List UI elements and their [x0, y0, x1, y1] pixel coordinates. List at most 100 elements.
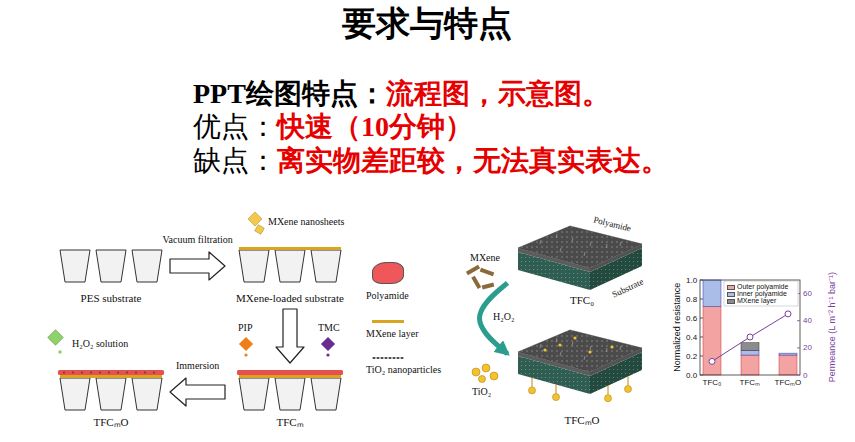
mxene-flakes [466, 265, 494, 290]
stage-caption: TFC₀ [570, 294, 594, 307]
tfcmo-membrane-block [610, 345, 613, 348]
h2o2-icon [48, 330, 64, 354]
tio2-particles [482, 364, 490, 372]
bar-chart [700, 280, 800, 375]
tfc-m-cups [311, 378, 341, 410]
tfcmo-membrane-block [532, 377, 628, 395]
reagent-label: PIP [238, 322, 252, 334]
mxene-icon [248, 212, 264, 234]
tio2-sample [377, 357, 379, 359]
bar-chart [779, 353, 797, 355]
tio2-particles [479, 376, 486, 383]
legend-text: Polyamide [366, 290, 409, 302]
tfc-mo-cups [144, 372, 146, 374]
reagent-label: TMC [318, 322, 340, 334]
tfc-m-cups [237, 370, 343, 410]
process-stage: TFCₘO [510, 322, 655, 428]
bullet-text: 流程图，示意图。 [386, 78, 610, 110]
tfc-m-cups [275, 378, 305, 410]
tick-label: 60 [803, 289, 812, 298]
tfc-m-cups [239, 375, 341, 378]
bullet-text: 快速（10分钟） [277, 111, 473, 143]
edge-label: H₂O₂ [491, 311, 516, 323]
tfc-mo-cups [132, 378, 162, 410]
category-label: TFCₘO [775, 378, 802, 387]
tick-label: 0.2 [686, 352, 697, 361]
bar-chart [741, 350, 759, 355]
tfc-mo-cups [108, 372, 110, 374]
bar-chart [741, 355, 759, 375]
axis-title: Permeance (L m⁻² h⁻¹ bar⁻¹) [827, 272, 837, 382]
legend-text: TiO₂ nanoparticles [366, 364, 441, 376]
tmc-icon [321, 337, 335, 357]
bar-chart [741, 343, 759, 351]
tmc-icon [321, 337, 335, 351]
tfc-mo-cups [63, 372, 65, 374]
tfc-mo-cups [153, 372, 155, 374]
stage-caption: TFCₘO [93, 416, 128, 429]
tfcmo-membrane-block [573, 336, 576, 339]
tfcmo-membrane-block [558, 343, 561, 346]
legend-swatch [727, 299, 735, 304]
mxene-layer-sample [372, 320, 404, 323]
tfc-mo-cups [99, 372, 101, 374]
tfc-mo-cups [135, 372, 137, 374]
tio2-particles [472, 364, 498, 383]
process-stage: PES substrate [55, 246, 167, 306]
edge-label: Immersion [174, 360, 221, 372]
tio2-sample [372, 357, 404, 359]
mxene-loaded-cups [311, 250, 341, 282]
bar-chart [785, 311, 791, 317]
tick-label: 0.8 [686, 295, 697, 304]
tfcmo-membrane-block [518, 330, 642, 394]
tio2-particles [490, 372, 498, 380]
stage-caption: TFCₘ [276, 416, 303, 429]
layer-label: Polyamide [592, 214, 632, 233]
bullet-heading: 缺点： [193, 145, 277, 177]
bar-chart [703, 280, 721, 307]
bullet-text: 离实物差距较，无法真实表达。 [277, 145, 669, 177]
tfc-mo-cups [90, 372, 92, 374]
tfcmo-membrane-block [529, 387, 536, 394]
mxene-loaded-cups [239, 247, 341, 250]
tio2-sample [372, 358, 404, 359]
tfc-mo-cups [81, 372, 83, 374]
process-stage: TFC₀ [510, 218, 655, 308]
pes-substrate-cups [60, 250, 162, 282]
slide-title: 要求与特点 [342, 4, 512, 43]
tfc-mo-cups [60, 375, 162, 378]
legend-swatch [727, 285, 735, 290]
bar-chart [712, 314, 788, 362]
legend-swatch [727, 292, 735, 297]
mxene-loaded-cups [239, 247, 341, 282]
tio2-sample [385, 357, 387, 359]
mxene-flakes [482, 283, 495, 290]
process-stage: MXene-loaded substrate [228, 244, 352, 306]
tick-label: 20 [803, 343, 812, 352]
pes-substrate-cups [96, 250, 126, 282]
category-label: TFC₀ [703, 378, 722, 387]
pip-icon [239, 337, 253, 357]
tio2-sample [381, 357, 383, 359]
tio2-sample [397, 357, 399, 359]
h2o2-icon [58, 350, 62, 354]
process-stage: TFCₘO [55, 366, 167, 430]
tfc0-membrane-block [518, 226, 642, 290]
legend-text: MXene layer [366, 328, 418, 340]
tio2-sample [389, 357, 391, 359]
tick-label: 0.4 [686, 333, 697, 342]
tick-label: 0.6 [686, 314, 697, 323]
stage-caption: PES substrate [81, 292, 142, 305]
bar-chart [703, 307, 721, 375]
tick-label: 0.0 [686, 371, 697, 380]
tfcmo-membrane-block [553, 394, 560, 401]
pip-icon [239, 337, 253, 351]
stage-caption: TFCₘO [564, 414, 599, 427]
tfc0-membrane-block [518, 226, 642, 290]
tfc-mo-cups [60, 378, 90, 410]
legend-text: Outer polyamide [737, 283, 788, 291]
bullet-heading: 优点： [193, 111, 277, 143]
block-arrow [170, 252, 225, 280]
mxene-flakes [471, 276, 481, 289]
